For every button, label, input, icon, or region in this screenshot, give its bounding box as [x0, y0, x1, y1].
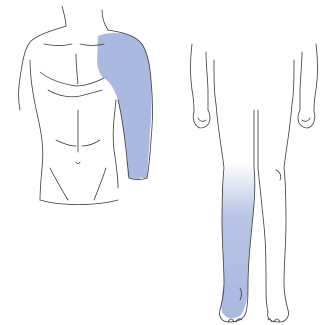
right-leg-inner: [258, 110, 268, 312]
left-shoulder-line: [20, 26, 66, 78]
torso-right-side: [113, 100, 118, 188]
navel: [76, 162, 80, 164]
right-arm-inner: [300, 52, 302, 110]
abs-line-1: [56, 140, 76, 146]
abs-line-2: [82, 140, 100, 146]
standing-torso-left: [214, 60, 216, 104]
collarbone-left: [44, 44, 72, 46]
hip-line-right: [94, 168, 106, 200]
torso-figure: [19, 6, 153, 205]
standing-torso-right: [292, 60, 294, 104]
pectoral-left: [40, 72, 76, 86]
standing-figure: [191, 44, 318, 322]
right-hand-finger: [302, 118, 310, 121]
left-arm-line: [19, 78, 21, 110]
sternum-line: [76, 54, 78, 84]
left-arm-inner: [206, 52, 208, 110]
neck-line-right: [102, 10, 108, 30]
pectoral-right: [76, 78, 104, 86]
left-arm-outer: [191, 44, 195, 112]
highlight-arm-shoulder: [97, 33, 152, 179]
right-arm-outer: [314, 44, 318, 112]
pectoral-lower: [48, 90, 102, 97]
right-toes: [268, 319, 280, 322]
left-hand-finger: [198, 118, 206, 121]
neck-line-left: [62, 6, 66, 26]
right-hand: [298, 110, 315, 128]
waist-bottom: [40, 200, 118, 205]
right-leg-outer: [284, 104, 292, 310]
left-hand: [193, 110, 210, 128]
hip-line-left: [50, 168, 68, 200]
highlight-lower-leg: [221, 162, 254, 318]
right-knee-mark: [276, 170, 281, 180]
torso-left-side: [30, 60, 43, 200]
